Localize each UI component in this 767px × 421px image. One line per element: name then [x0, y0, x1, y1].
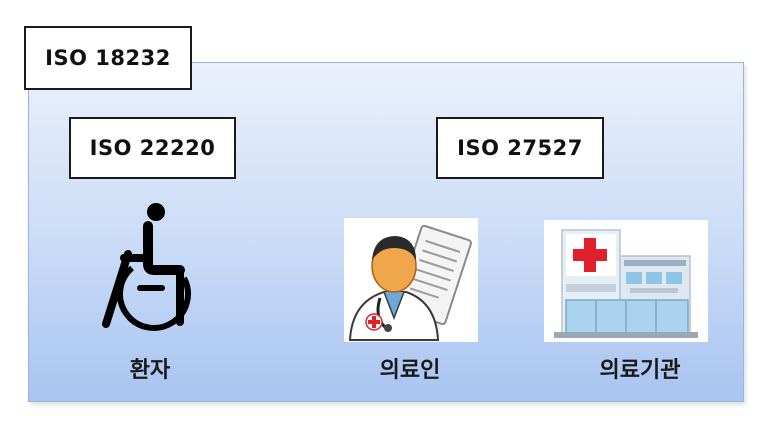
iso-18232-text: ISO 18232	[45, 46, 171, 70]
iso-27527-label: ISO 27527	[436, 117, 604, 179]
wheelchair-icon	[96, 198, 206, 333]
provider-caption: 의료인	[379, 358, 441, 383]
iso-22220-label: ISO 22220	[69, 117, 236, 179]
iso-27527-text: ISO 27527	[457, 136, 583, 160]
patient-caption: 환자	[129, 358, 171, 383]
facility-caption: 의료기관	[599, 358, 681, 383]
doctor-icon	[344, 218, 478, 342]
iso-22220-text: ISO 22220	[89, 136, 216, 160]
hospital-icon	[544, 220, 708, 342]
iso-18232-label: ISO 18232	[24, 26, 192, 90]
